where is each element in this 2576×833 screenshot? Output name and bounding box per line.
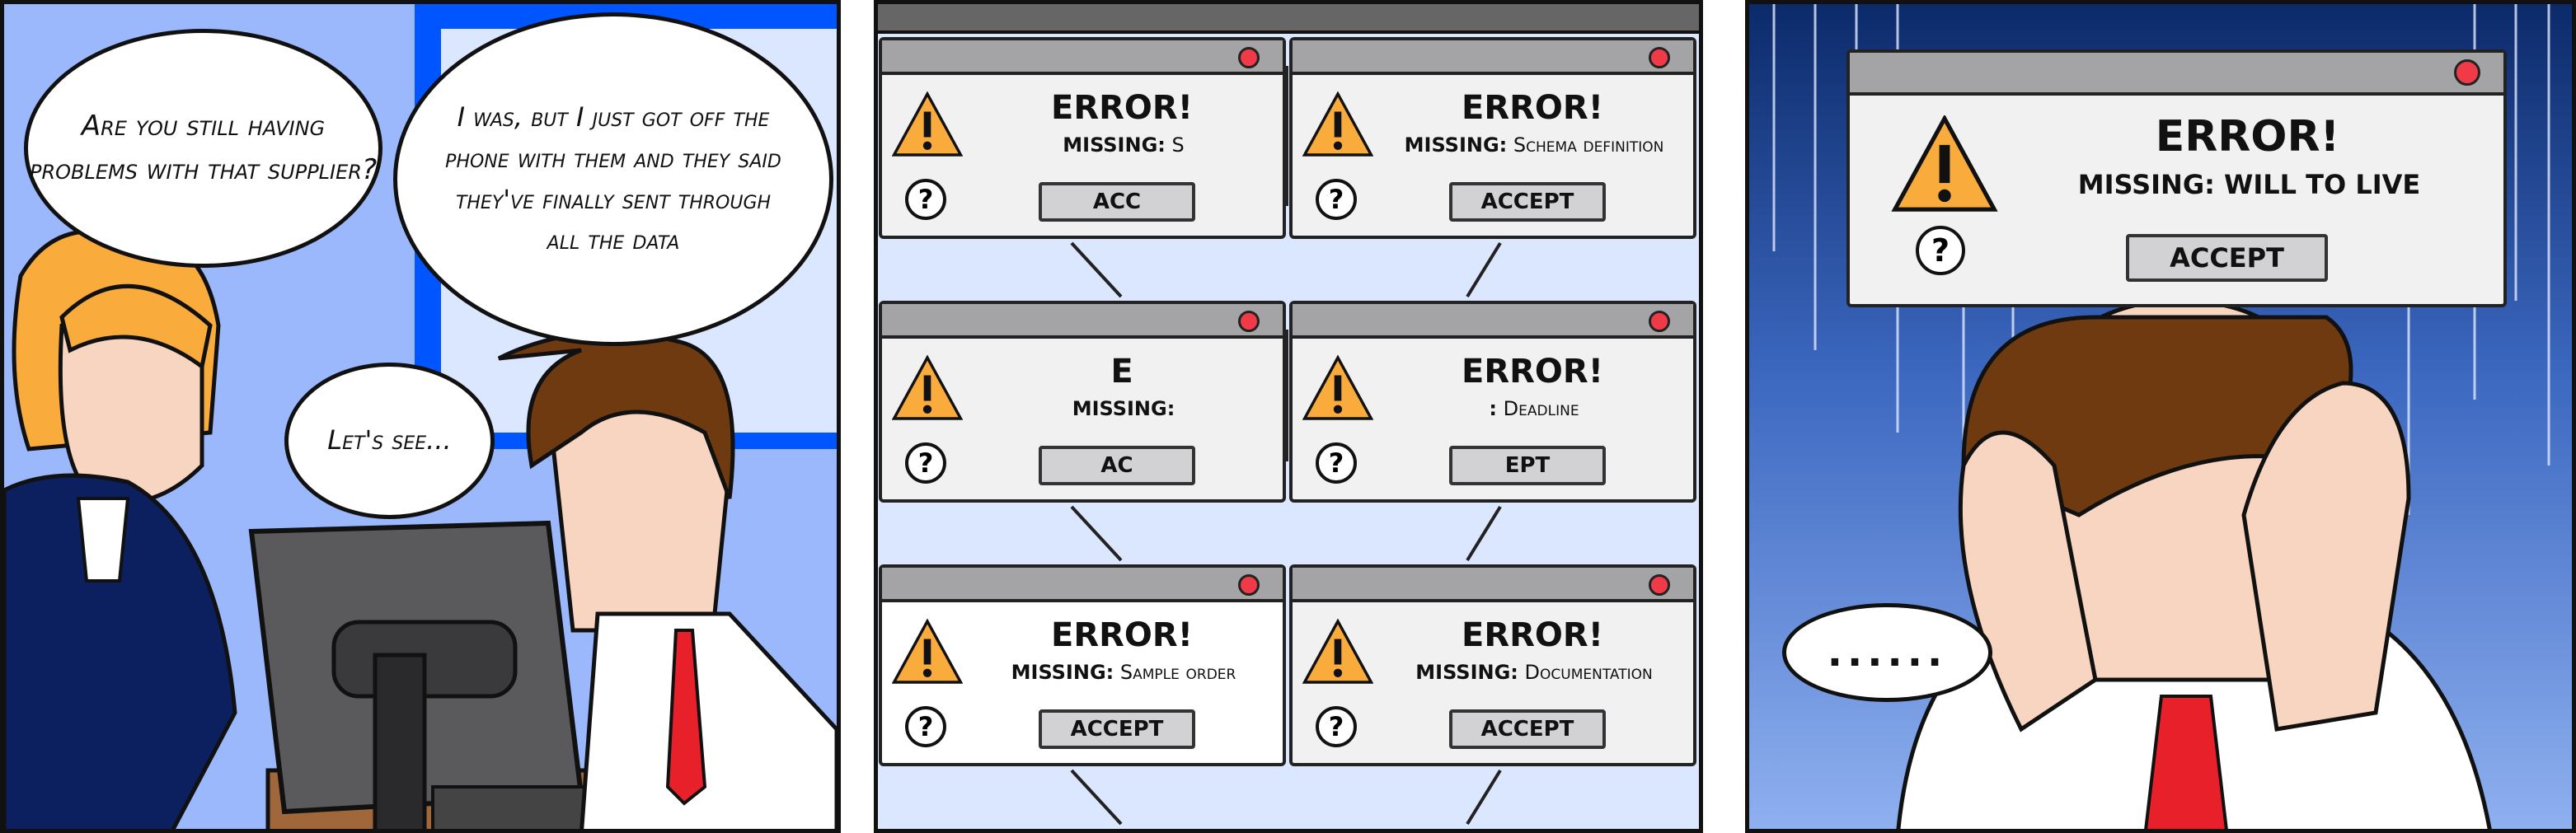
warning-icon <box>892 355 963 420</box>
despair-scene <box>1772 4 2550 829</box>
woman-bangs <box>59 284 213 371</box>
error-title: ERROR! <box>2155 112 2340 161</box>
error-title: E <box>1110 353 1133 391</box>
screen-top-bar <box>878 4 1699 34</box>
help-icon[interactable]: ? <box>905 442 946 484</box>
error-dialog-will-to-live: ? ERROR! MISSING: WILL TO LIVE ACCEPT <box>1846 49 2507 307</box>
dialog-titlebar <box>1850 53 2503 96</box>
error-message: MISSING: Sample order <box>1011 661 1236 684</box>
accept-button[interactable]: ACC <box>1039 182 1195 222</box>
red-tie <box>2144 695 2228 829</box>
error-message: MISSING: WILL TO LIVE <box>2077 169 2421 200</box>
error-title: ERROR! <box>1051 616 1193 654</box>
speech-bubble-ellipsis: ...... <box>1782 603 1992 702</box>
error-dialog-sample-order: ? ERROR! MISSING: Sample order ACCEPT <box>879 564 1286 766</box>
error-title: ERROR! <box>1051 89 1193 127</box>
error-dialog-s: ? ERROR! MISSING: S ACC <box>879 37 1286 239</box>
panel-3: ...... <box>1745 0 2576 833</box>
help-icon[interactable]: ? <box>1916 226 1965 275</box>
accept-button[interactable]: ACCEPT <box>1449 182 1606 222</box>
error-dialog-deadline: ? ERROR! : Deadline EPT <box>1289 301 1696 503</box>
help-icon[interactable]: ? <box>1316 706 1357 747</box>
dialog-titlebar <box>882 304 1283 339</box>
error-dialog-hidden: ? E MISSING: AC <box>879 301 1286 503</box>
warning-icon <box>1302 619 1373 684</box>
error-dialog-documentation: ? ERROR! MISSING: Documentation ACCEPT <box>1289 564 1696 766</box>
man-hair <box>497 330 735 499</box>
close-button[interactable] <box>1649 47 1670 68</box>
accept-button[interactable]: ACCEPT <box>2126 234 2328 282</box>
dialog-titlebar <box>1293 304 1693 339</box>
error-message: MISSING: Schema definition <box>1404 133 1664 157</box>
accept-button[interactable]: ACCEPT <box>1449 709 1606 749</box>
dialog-titlebar <box>1293 568 1693 602</box>
error-title: ERROR! <box>1462 353 1603 391</box>
close-button[interactable] <box>1238 574 1260 596</box>
accept-button[interactable]: AC <box>1039 446 1195 485</box>
warning-icon <box>1891 115 1998 212</box>
error-title: ERROR! <box>1462 616 1603 654</box>
error-message: MISSING: S <box>1063 133 1185 157</box>
error-message: MISSING: <box>1072 397 1175 420</box>
close-button[interactable] <box>1238 311 1260 332</box>
panel-1: Are you still having problems with that … <box>0 0 841 833</box>
woman-blouse <box>76 497 130 583</box>
close-button[interactable] <box>1238 47 1260 68</box>
man-shirt <box>579 611 837 829</box>
accept-button[interactable]: EPT <box>1449 446 1606 485</box>
warning-icon <box>1302 355 1373 420</box>
accept-button[interactable]: ACCEPT <box>1039 709 1195 749</box>
right-hand <box>2241 381 2411 732</box>
woman-suit <box>4 473 237 829</box>
error-message: : Deadline <box>1489 397 1579 420</box>
close-button[interactable] <box>1649 574 1670 596</box>
left-hand <box>1958 430 2098 732</box>
close-button[interactable] <box>2454 59 2480 86</box>
dialog-titlebar <box>882 568 1283 602</box>
help-icon[interactable]: ? <box>1316 442 1357 484</box>
help-icon[interactable]: ? <box>905 706 946 747</box>
error-title: ERROR! <box>1462 89 1603 127</box>
speech-bubble-woman: Are you still having problems with that … <box>24 29 382 268</box>
help-icon[interactable]: ? <box>1316 179 1357 220</box>
close-button[interactable] <box>1649 311 1670 332</box>
man-hair <box>1961 315 2353 517</box>
error-message: MISSING: Documentation <box>1415 661 1653 684</box>
warning-icon <box>892 91 963 157</box>
warning-icon <box>1302 91 1373 157</box>
warning-icon <box>892 619 963 684</box>
dialog-titlebar <box>882 40 1283 75</box>
speech-bubble-lets-see: Let's see... <box>284 363 495 519</box>
red-tie <box>665 629 707 806</box>
monitor-stand <box>373 653 427 829</box>
speech-bubble-man: I was, but I just got off the phone with… <box>393 12 833 346</box>
error-dialog-schema-definition: ? ERROR! MISSING: Schema definition ACCE… <box>1289 37 1696 239</box>
dialog-titlebar <box>1293 40 1693 75</box>
help-icon[interactable]: ? <box>905 179 946 220</box>
